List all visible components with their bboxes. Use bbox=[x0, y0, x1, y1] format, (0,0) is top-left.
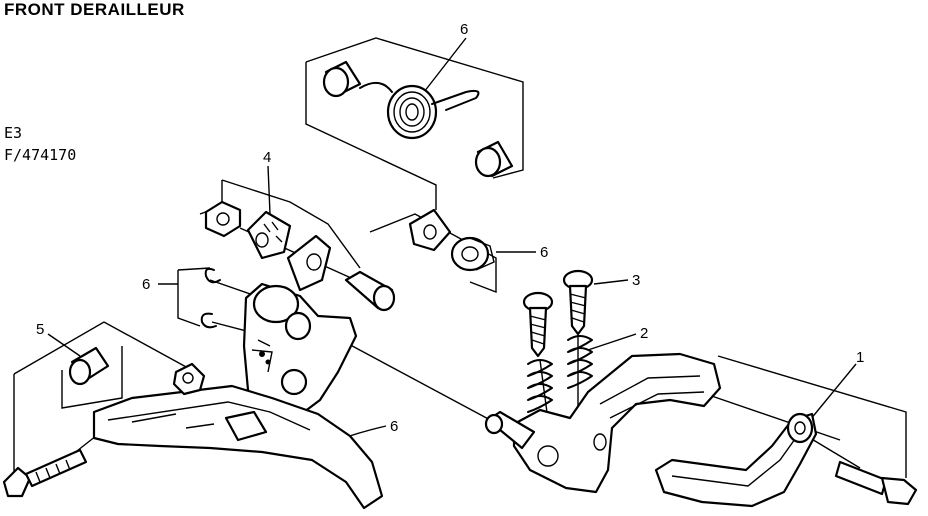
callout-2: 2 bbox=[640, 325, 648, 342]
e-clip-upper bbox=[204, 267, 221, 284]
clamp-mount-body bbox=[484, 352, 722, 494]
callout-6-right: 6 bbox=[540, 244, 548, 261]
leader-4 bbox=[267, 165, 271, 215]
clip-group-bracket-top bbox=[177, 267, 211, 271]
callout-5: 5 bbox=[36, 321, 44, 338]
limit-screw-left bbox=[522, 291, 554, 358]
bushing-group-bracket-top bbox=[13, 321, 189, 375]
clamp-band-part1 bbox=[654, 412, 818, 508]
clamp-bolt bbox=[834, 460, 918, 506]
link-plate bbox=[286, 234, 332, 292]
callout-4: 4 bbox=[263, 149, 271, 166]
pivot-bracket bbox=[369, 213, 497, 294]
derailleur-body bbox=[242, 282, 358, 420]
clamp-group-bracket bbox=[717, 355, 907, 478]
e-clip-lower bbox=[200, 312, 217, 329]
callout-6-top: 6 bbox=[460, 21, 468, 38]
screw-spring-left bbox=[527, 359, 553, 413]
part-number: F/474170 bbox=[4, 146, 77, 164]
diagram-title: FRONT DERAILLEUR bbox=[4, 0, 185, 19]
clip-group-bracket bbox=[177, 270, 201, 327]
clamp-group-bracket-2 bbox=[699, 391, 841, 441]
pivot-plate bbox=[408, 208, 452, 252]
nut-part4 bbox=[204, 200, 242, 238]
pivot-bushing bbox=[450, 236, 495, 272]
spring-group-bracket-left bbox=[305, 62, 437, 210]
torsion-spring bbox=[359, 81, 480, 140]
leader-2 bbox=[587, 333, 637, 351]
spring-group-bracket bbox=[305, 37, 524, 179]
spring-bushing-left bbox=[322, 60, 362, 98]
screw-spring-right bbox=[567, 335, 593, 389]
leader-1 bbox=[809, 363, 857, 421]
cam-group-bracket-2 bbox=[221, 179, 361, 269]
callout-3: 3 bbox=[632, 272, 640, 289]
callout-6-bottom: 6 bbox=[390, 418, 398, 435]
cage-nut bbox=[172, 362, 206, 396]
pivot-pin bbox=[344, 270, 396, 312]
callout-1: 1 bbox=[856, 349, 864, 366]
leader-3 bbox=[593, 279, 629, 285]
callout-6-left: 6 bbox=[142, 276, 150, 293]
spring-bushing-right bbox=[474, 140, 514, 178]
spacer-bushing-part5 bbox=[68, 346, 110, 386]
cage-bolt bbox=[2, 448, 88, 498]
model-code: E3 bbox=[4, 124, 23, 142]
leader-5 bbox=[47, 333, 81, 357]
chain-cage bbox=[92, 384, 384, 510]
limit-screw-right bbox=[562, 269, 594, 336]
leader-6-top bbox=[423, 37, 467, 93]
cam-plate-part4 bbox=[246, 210, 292, 260]
bushing-inner-bracket bbox=[61, 346, 123, 409]
